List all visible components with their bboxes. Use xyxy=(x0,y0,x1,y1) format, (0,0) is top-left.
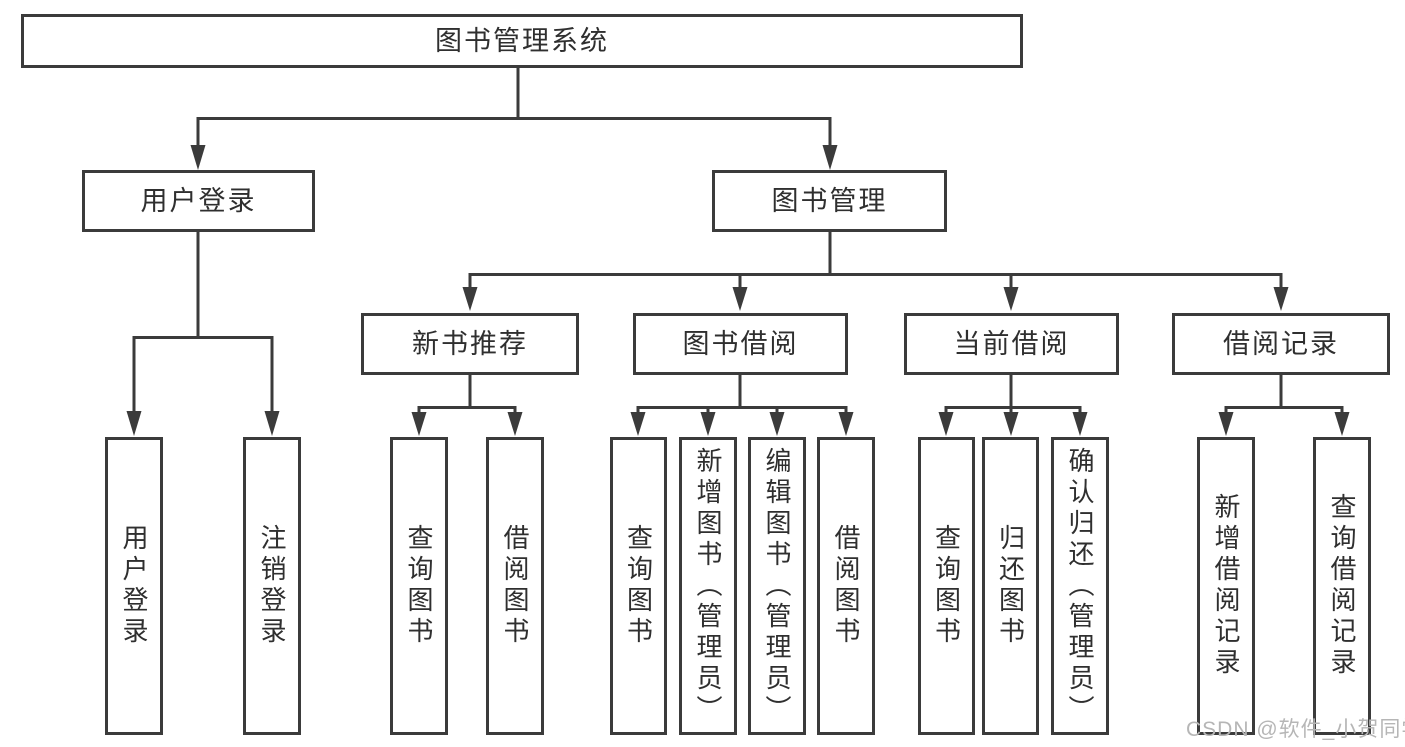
node-new-book-recommend: 新书推荐 xyxy=(361,313,579,375)
leaf-recommend-borrow-books: 借阅图书 xyxy=(486,437,544,735)
connector-user-login-branch xyxy=(132,232,274,412)
leaf-current-query-books: 查询图书 xyxy=(918,437,975,735)
leaf-records-add-record: 新增借阅记录 xyxy=(1197,437,1255,735)
leaf-logout: 注销登录 xyxy=(243,437,301,735)
leaf-records-query-record: 查询借阅记录 xyxy=(1313,437,1371,735)
leaf-borrowing-query-books: 查询图书 xyxy=(610,437,667,735)
connector-root-to-level1 xyxy=(196,68,832,146)
connector-borrow-records-branch xyxy=(1224,375,1344,413)
leaf-current-confirm-return-admin: 确认归还（管理员） xyxy=(1051,437,1109,735)
csdn-watermark: CSDN @软件_小贺同学 xyxy=(1186,718,1405,741)
connector-book-borrowing-branch xyxy=(636,375,848,413)
node-book-borrowing: 图书借阅 xyxy=(633,313,848,375)
leaf-borrowing-edit-books-admin: 编辑图书（管理员） xyxy=(748,437,806,735)
node-borrow-records: 借阅记录 xyxy=(1172,313,1390,375)
leaf-borrowing-borrow-books: 借阅图书 xyxy=(817,437,875,735)
connector-new-book-recommend-branch xyxy=(417,375,517,413)
node-book-management: 图书管理 xyxy=(712,170,947,232)
node-user-login: 用户登录 xyxy=(82,170,315,232)
node-current-borrowing: 当前借阅 xyxy=(904,313,1119,375)
leaf-recommend-query-books: 查询图书 xyxy=(390,437,448,735)
connector-current-borrowing-branch xyxy=(944,375,1082,413)
node-root-system: 图书管理系统 xyxy=(21,14,1023,68)
leaf-user-login: 用户登录 xyxy=(105,437,163,735)
leaf-borrowing-add-books-admin: 新增图书（管理员） xyxy=(679,437,737,735)
connector-book-management-branch xyxy=(468,232,1283,288)
leaf-current-return-books: 归还图书 xyxy=(982,437,1039,735)
